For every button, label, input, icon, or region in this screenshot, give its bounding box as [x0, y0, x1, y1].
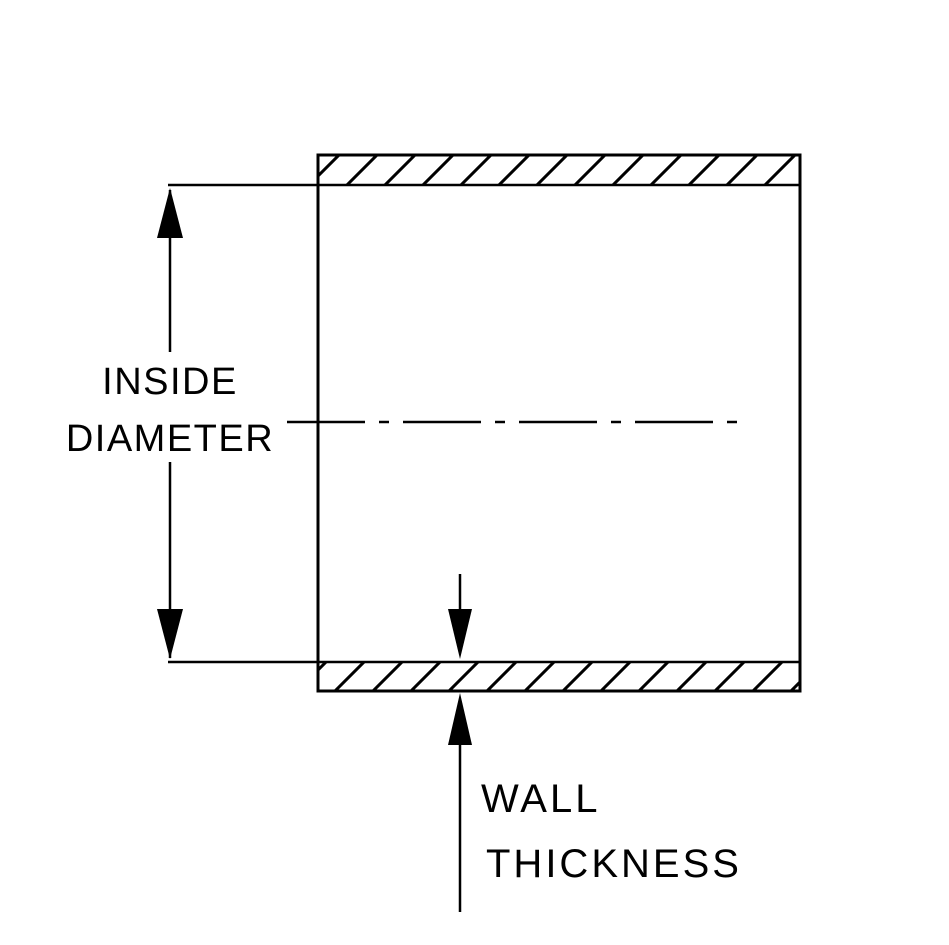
wall-thickness-label-line2: THICKNESS	[486, 842, 742, 886]
arrow-up-icon	[448, 693, 472, 745]
arrow-down-icon	[157, 609, 183, 659]
inside-diameter-label-line2: DIAMETER	[66, 418, 274, 460]
top-wall-hatch	[319, 156, 799, 185]
wall-thickness-label-line1: WALL	[481, 777, 600, 821]
bottom-wall-hatch	[319, 662, 799, 690]
arrow-down-icon	[448, 609, 472, 659]
inside-diameter-label-line1: INSIDE	[102, 361, 238, 403]
arrow-up-icon	[157, 188, 183, 238]
